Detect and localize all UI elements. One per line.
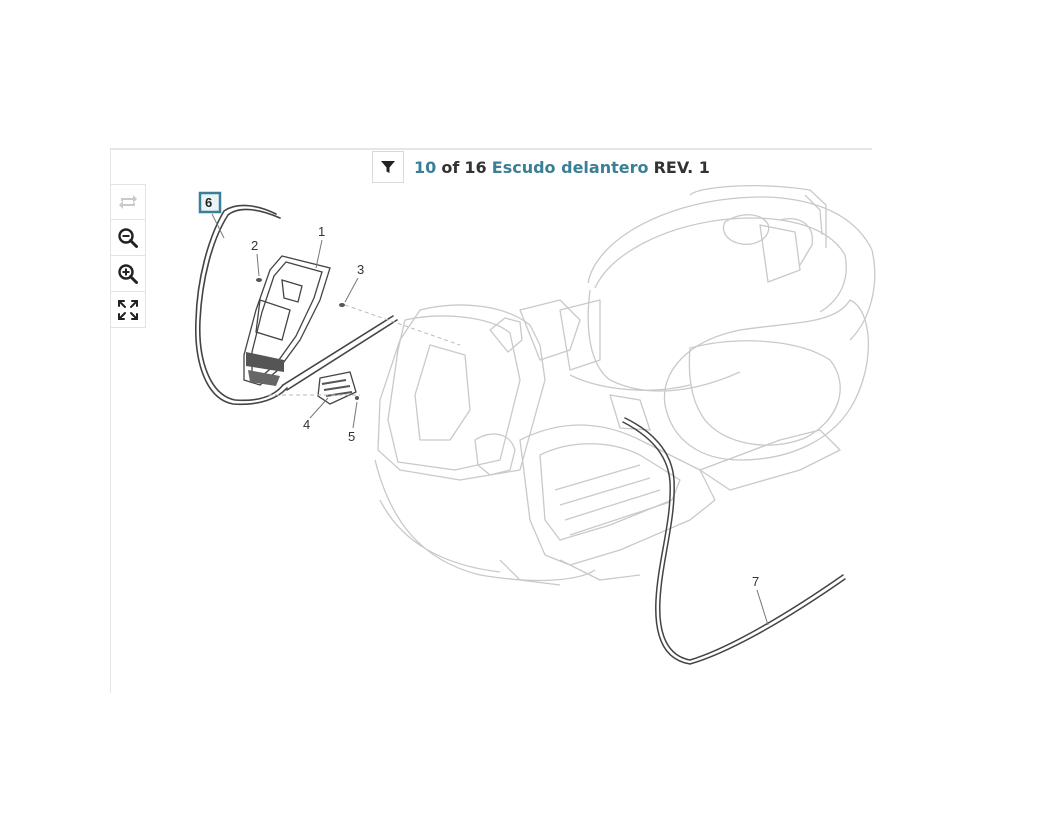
callout-2[interactable]: 2	[251, 238, 258, 253]
svg-text:4: 4	[303, 417, 310, 432]
reset-view-icon	[119, 195, 137, 209]
callout-3[interactable]: 3	[357, 262, 364, 277]
filter-button[interactable]	[372, 151, 404, 183]
svg-text:2: 2	[251, 238, 258, 253]
zoom-out-icon	[118, 227, 138, 248]
svg-text:7: 7	[752, 574, 759, 589]
callout-5[interactable]: 5	[348, 429, 355, 444]
svg-text:6: 6	[205, 195, 212, 210]
total-count: 16	[464, 157, 487, 177]
svg-text:1: 1	[318, 224, 325, 239]
selection-highlight	[198, 191, 222, 214]
filter-icon	[381, 161, 395, 173]
diagram-header: 10 of 16 Escudo delantero REV. 1	[372, 150, 710, 184]
viewer-toolbar	[110, 184, 146, 328]
callout-1[interactable]: 1	[318, 224, 325, 239]
zoom-out-button[interactable]	[110, 220, 146, 256]
diagram-viewer	[110, 148, 872, 693]
diagram-title: 10 of 16 Escudo delantero REV. 1	[414, 158, 710, 177]
callout-6-selected[interactable]: 6	[198, 191, 222, 214]
svg-text:5: 5	[348, 429, 355, 444]
current-index: 10	[414, 157, 437, 177]
zoom-in-icon	[118, 263, 138, 284]
revision-label: REV. 1	[653, 157, 710, 177]
callout-7[interactable]: 7	[752, 574, 759, 589]
svg-text:3: 3	[357, 262, 364, 277]
diagram-name-link[interactable]: Escudo delantero	[491, 157, 649, 177]
of-label: of	[441, 157, 460, 177]
callout-4[interactable]: 4	[303, 417, 310, 432]
zoom-in-button[interactable]	[110, 256, 146, 292]
fit-screen-icon	[118, 299, 138, 320]
reset-view-button[interactable]	[110, 184, 146, 220]
fit-screen-button[interactable]	[110, 292, 146, 328]
